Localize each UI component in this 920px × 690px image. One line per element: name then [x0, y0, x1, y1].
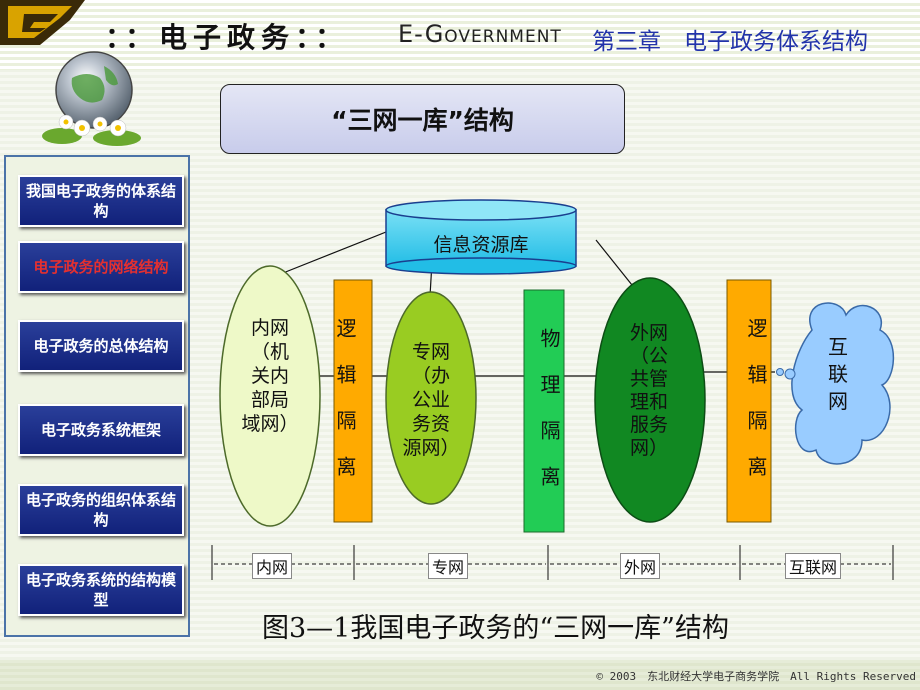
- db-extranet-arrow: [595, 239, 633, 286]
- header-title: ：：电子政务：：: [105, 21, 350, 54]
- sidebar-item-structure-model[interactable]: 电子政务系统的结构模型: [18, 564, 184, 616]
- diagram-title: “三网一库”结构: [220, 84, 625, 154]
- physical-isolation-bar: [523, 289, 565, 533]
- database-cylinder: [385, 199, 577, 275]
- internet-cloud: [776, 302, 895, 465]
- logic-isolation-label-2: 逻辑隔离: [744, 318, 768, 502]
- header-bar: [0, 0, 920, 70]
- physical-isolation-label: 物理隔离: [537, 328, 561, 512]
- header-subtitle: E-Government: [398, 20, 562, 48]
- extranet-label: 外网（公共管理和服务网）: [629, 322, 668, 459]
- sidebar-item-overall-structure[interactable]: 电子政务的总体结构: [18, 320, 184, 372]
- private-net-label: 专网（办公业务资源网）: [402, 341, 460, 459]
- internet-label: 互联网: [828, 335, 848, 413]
- intranet-ellipse: [219, 265, 321, 527]
- segment-label-private: 专网: [428, 553, 469, 579]
- logic-isolation-bar-2: [726, 279, 772, 523]
- segment-label-internet: 互联网: [785, 553, 842, 579]
- sidebar-item-system-framework[interactable]: 电子政务系统框架: [18, 404, 184, 456]
- segment-label-intranet: 内网: [252, 553, 293, 579]
- sidebar-item-network-structure[interactable]: 电子政务的网络结构: [18, 241, 184, 293]
- database-label: 信息资源库: [433, 234, 529, 256]
- intranet-label: 内网（机关内部局域网）: [241, 317, 299, 435]
- footer-bar: [0, 660, 920, 690]
- copyright-text: © 2003 东北财经大学电子商务学院 All Rights Reserved: [596, 670, 916, 683]
- db-intranet-arrow: [277, 231, 387, 276]
- sidebar: 我国电子政务的体系结构 电子政务的网络结构 电子政务的总体结构 电子政务系统框架…: [4, 155, 190, 637]
- sidebar-item-organization-structure[interactable]: 电子政务的组织体系结构: [18, 484, 184, 536]
- sidebar-item-system-architecture[interactable]: 我国电子政务的体系结构: [18, 175, 184, 227]
- logic-isolation-label-1: 逻辑隔离: [333, 318, 357, 502]
- figure-caption: 图3—1我国电子政务的“三网一库”结构: [262, 613, 729, 644]
- globe-flower-icon: [42, 51, 141, 146]
- chapter-title: 第三章 电子政务体系结构: [592, 29, 868, 55]
- extranet-ellipse: [594, 277, 706, 523]
- private-net-ellipse: [385, 291, 477, 505]
- e-logo-icon: [0, 0, 85, 45]
- segment-label-extranet: 外网: [620, 553, 661, 579]
- logic-isolation-bar-1: [333, 279, 373, 523]
